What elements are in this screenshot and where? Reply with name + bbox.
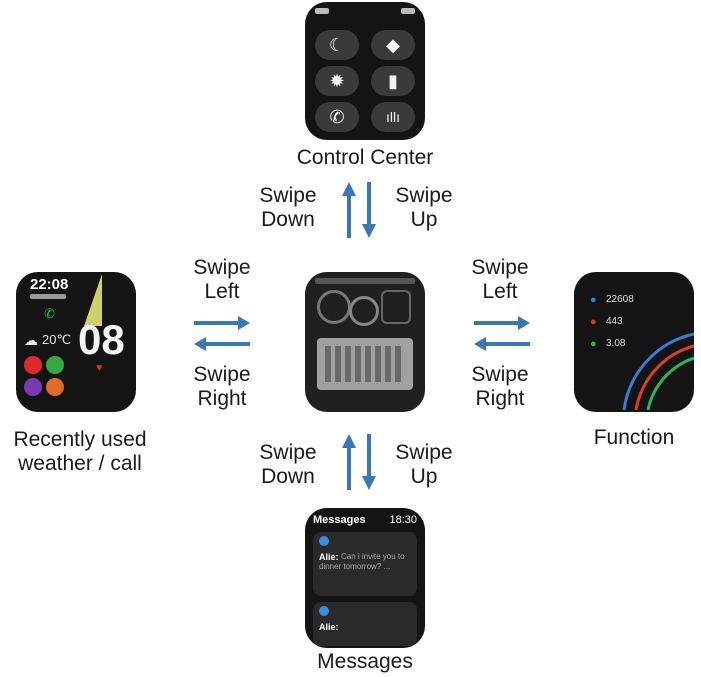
messages-label: Messages <box>317 650 413 673</box>
message-card[interactable]: Alie: Can i invite you to dinner tomorro… <box>313 532 417 596</box>
app-icon-purple[interactable] <box>24 378 42 396</box>
battery-saver-icon[interactable]: ▮ <box>371 66 415 96</box>
heart-icon: ♥ <box>96 362 103 374</box>
sound-wave-icon[interactable]: ıllı <box>371 102 415 132</box>
arrow-right-icon <box>474 316 530 330</box>
recently-used-label: Recently used weather / call <box>13 428 147 475</box>
distance-icon: ● <box>590 338 597 350</box>
do-not-disturb-icon[interactable]: ☾ <box>315 30 359 60</box>
time-text: 22:08 <box>30 276 69 293</box>
phone-icon[interactable]: ✆ <box>315 102 359 132</box>
signal-icon <box>315 8 329 14</box>
activity-rings <box>622 332 694 411</box>
messages-title: Messages <box>313 514 366 526</box>
status-bar <box>315 8 415 16</box>
arrow-left-icon <box>474 337 530 351</box>
gear-dial-left <box>317 290 351 324</box>
lcd-digits <box>325 346 405 382</box>
message-card[interactable]: Alie: <box>313 602 417 646</box>
app-icon-green[interactable] <box>46 356 64 374</box>
gear-dial-middle <box>349 296 379 326</box>
message-preview: Can i invite you to dinner tomorrow? ... <box>319 552 405 571</box>
gesture-swipe-up: Swipe Up <box>395 441 453 488</box>
steps-icon: ● <box>590 294 597 306</box>
messages-screen[interactable]: Messages 18:30 Alie: Can i invite you to… <box>305 508 425 648</box>
steps-value: 22608 <box>606 294 634 305</box>
arrow-up-icon <box>342 434 356 490</box>
battery-icon <box>401 8 415 14</box>
app-icon-red[interactable] <box>24 356 42 374</box>
message-sender: Alie: <box>319 552 339 562</box>
message-app-icon <box>319 536 329 546</box>
control-center-label: Control Center <box>296 146 434 169</box>
gesture-swipe-left: Swipe Left <box>471 256 529 303</box>
message-sender: Alie: <box>319 622 339 632</box>
brightness-icon[interactable]: ◆ <box>371 30 415 60</box>
call-icon[interactable]: ✆ <box>44 306 55 321</box>
arrow-up-icon <box>342 182 356 238</box>
watch-face-screen[interactable] <box>305 272 425 412</box>
arrow-left-icon <box>194 337 250 351</box>
gesture-swipe-up: Swipe Up <box>395 184 453 231</box>
gesture-swipe-right: Swipe Right <box>193 363 251 410</box>
messages-time: 18:30 <box>389 514 417 526</box>
message-app-icon <box>319 606 329 616</box>
gesture-swipe-right: Swipe Right <box>471 363 529 410</box>
temperature-text: 20℃ <box>42 332 72 347</box>
app-icon-orange[interactable] <box>46 378 64 396</box>
function-label: Function <box>593 426 675 449</box>
gesture-swipe-down: Swipe Down <box>259 441 317 488</box>
big-number-text: 08 <box>78 316 125 363</box>
recent-apps-screen[interactable]: 22:08 ✆ ☁ 20℃ 08 ♥ <box>16 272 136 412</box>
function-screen[interactable]: ● 22608 ● 443 ● 3.08 <box>574 272 694 412</box>
date-bar <box>30 294 66 299</box>
weather-icon: ☁ <box>24 332 38 348</box>
gear-dial-right <box>381 290 411 324</box>
distance-value: 3.08 <box>606 338 626 349</box>
gesture-swipe-left: Swipe Left <box>193 256 251 303</box>
calories-icon: ● <box>590 316 597 328</box>
control-center-screen[interactable]: ☾ ◆ ✹ ▮ ✆ ıllı <box>305 2 425 140</box>
arrow-down-icon <box>362 182 376 238</box>
settings-icon[interactable]: ✹ <box>315 66 359 96</box>
arrow-down-icon <box>362 434 376 490</box>
gesture-swipe-down: Swipe Down <box>259 184 317 231</box>
top-bar <box>315 278 415 284</box>
calories-value: 443 <box>606 316 623 327</box>
arrow-right-icon <box>194 316 250 330</box>
